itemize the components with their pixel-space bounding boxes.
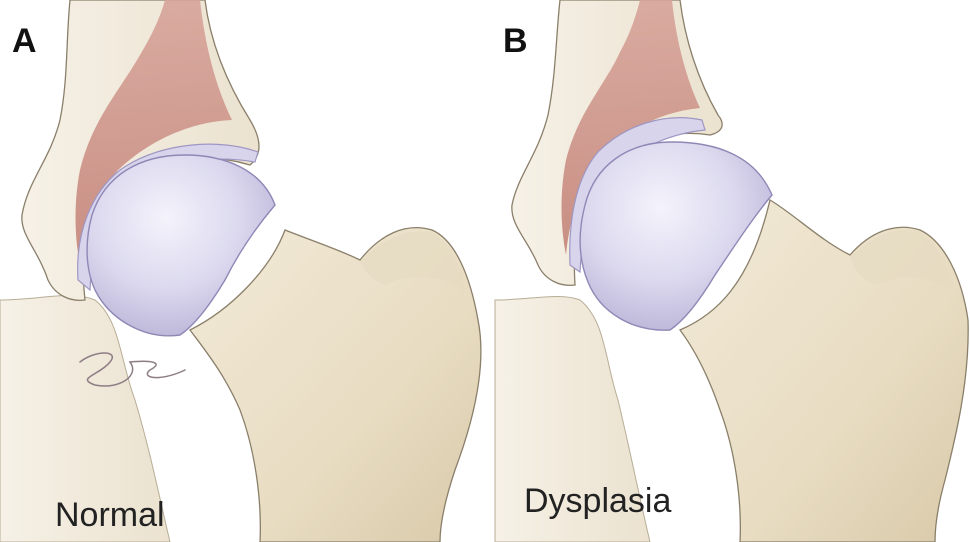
caption-normal: Normal — [55, 496, 165, 535]
panel-label-b: B — [503, 22, 528, 61]
panel-label-a: A — [12, 22, 37, 61]
panel-b-dysplasia — [495, 0, 968, 542]
panel-a-normal — [0, 0, 481, 542]
caption-dysplasia: Dysplasia — [524, 482, 671, 521]
